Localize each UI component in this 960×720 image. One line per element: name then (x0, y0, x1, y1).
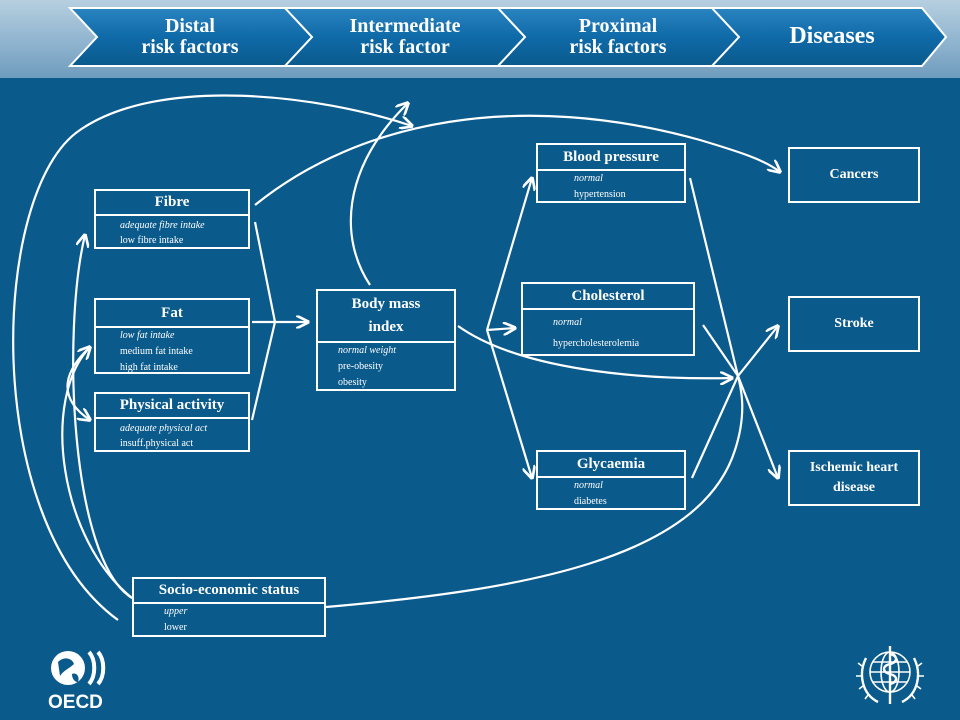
box-bmi-title: Body mass index (318, 291, 454, 343)
arrow-bp-to-diseases (688, 177, 740, 377)
arrow-to-stroke (737, 326, 778, 377)
oecd-logo-text: OECD (48, 692, 103, 712)
box-chol-item: hypercholesterolemia (553, 338, 640, 349)
stage-diseases: Diseases (712, 8, 952, 66)
box-stroke: Stroke (788, 296, 920, 352)
arrow-chol-to-diseases (702, 324, 739, 377)
box-fat-title: Fat (96, 300, 248, 328)
box-ses-item: upper (164, 606, 188, 617)
box-blood-pressure: Blood pressure normal hypertension (536, 143, 686, 203)
box-gly-title: Glycaemia (538, 452, 684, 478)
box-fat-item: low fat intake (120, 330, 175, 341)
box-bmi-item: pre-obesity (338, 361, 383, 372)
oecd-logo: OECD (46, 646, 116, 713)
box-fibre: Fibre adequate fibre intake low fibre in… (94, 189, 250, 249)
arrow-bmi-to-cholesterol (486, 328, 515, 330)
box-fibre-item: low fibre intake (120, 235, 184, 246)
box-body-mass-index: Body mass index normal weight pre-obesit… (316, 289, 456, 391)
box-bmi-item: obesity (338, 377, 367, 388)
box-bp-item: normal (574, 173, 603, 184)
arrow-gly-to-diseases (690, 375, 740, 479)
box-bp-title: Blood pressure (538, 145, 684, 171)
box-fibre-title: Fibre (96, 191, 248, 216)
arrow-bmi-to-diseases (457, 325, 732, 378)
arrow-ses-to-fibre (72, 235, 133, 599)
arrow-ses-to-intermediate (12, 94, 412, 621)
arrow-to-ihd (736, 375, 778, 478)
oecd-globe-icon: OECD (48, 650, 106, 713)
stage-proximal-line2: risk factors (569, 36, 667, 58)
box-cholesterol: Cholesterol normal hypercholesterolemia (521, 282, 695, 356)
stage-proximal-line1: Proximal (578, 15, 658, 37)
box-fat-item: medium fat intake (120, 346, 193, 357)
arrow-distal-to-bmi (250, 221, 308, 421)
box-physical-activity: Physical activity adequate physical act … (94, 392, 250, 452)
stage-chevrons (67, 7, 948, 67)
stage-diseases-line1: Diseases (789, 23, 875, 50)
box-bmi-item: normal weight (338, 345, 397, 356)
box-physical-activity-item: adequate physical act (120, 423, 208, 434)
box-bmi-title-line2: index (368, 319, 404, 335)
arrow-bmi-to-glycaemia (485, 329, 532, 478)
box-ihd-line2: disease (832, 480, 875, 495)
box-ses-item: lower (164, 622, 187, 633)
box-bmi-title-line1: Body mass (351, 296, 421, 312)
box-fat: Fat low fat intake medium fat intake hig… (94, 298, 250, 374)
box-physical-activity-title: Physical activity (96, 394, 248, 419)
stage-intermediate-line2: risk factor (360, 36, 450, 58)
stage-distal-line1: Distal (164, 15, 215, 37)
box-fibre-item: adequate fibre intake (120, 220, 205, 231)
arrow-ses-to-diseases (325, 375, 744, 609)
who-emblem (852, 638, 928, 714)
stage-intermediate-line1: Intermediate (349, 15, 461, 37)
box-chol-title: Cholesterol (523, 284, 693, 310)
box-bp-item: hypertension (574, 189, 626, 200)
who-emblem-icon (856, 646, 924, 704)
box-fat-item: high fat intake (120, 362, 178, 373)
box-socio-economic-status: Socio-economic status upper lower (132, 577, 326, 637)
box-cancers: Cancers (788, 147, 920, 203)
box-ihd-line1: Ischemic heart (809, 460, 899, 476)
box-ischemic-heart-disease: Ischemic heart disease (788, 450, 920, 506)
box-ses-title: Socio-economic status (134, 579, 324, 604)
box-physical-activity-item: insuff.physical act (120, 438, 194, 449)
arrow-fibre-to-cancers (254, 114, 780, 206)
arrow-bmi-to-bp (485, 178, 532, 331)
box-gly-item: normal (574, 480, 603, 491)
box-gly-item: diabetes (574, 496, 607, 507)
arrow-bmi-to-top (349, 103, 408, 286)
stage-chevron-diseases (709, 7, 948, 67)
arrow-ses-to-fat (61, 347, 133, 599)
box-glycaemia: Glycaemia normal diabetes (536, 450, 686, 510)
stage-distal-line2: risk factors (141, 36, 239, 58)
box-chol-item: normal (553, 317, 582, 328)
arrow-ses-to-physical (66, 346, 91, 420)
